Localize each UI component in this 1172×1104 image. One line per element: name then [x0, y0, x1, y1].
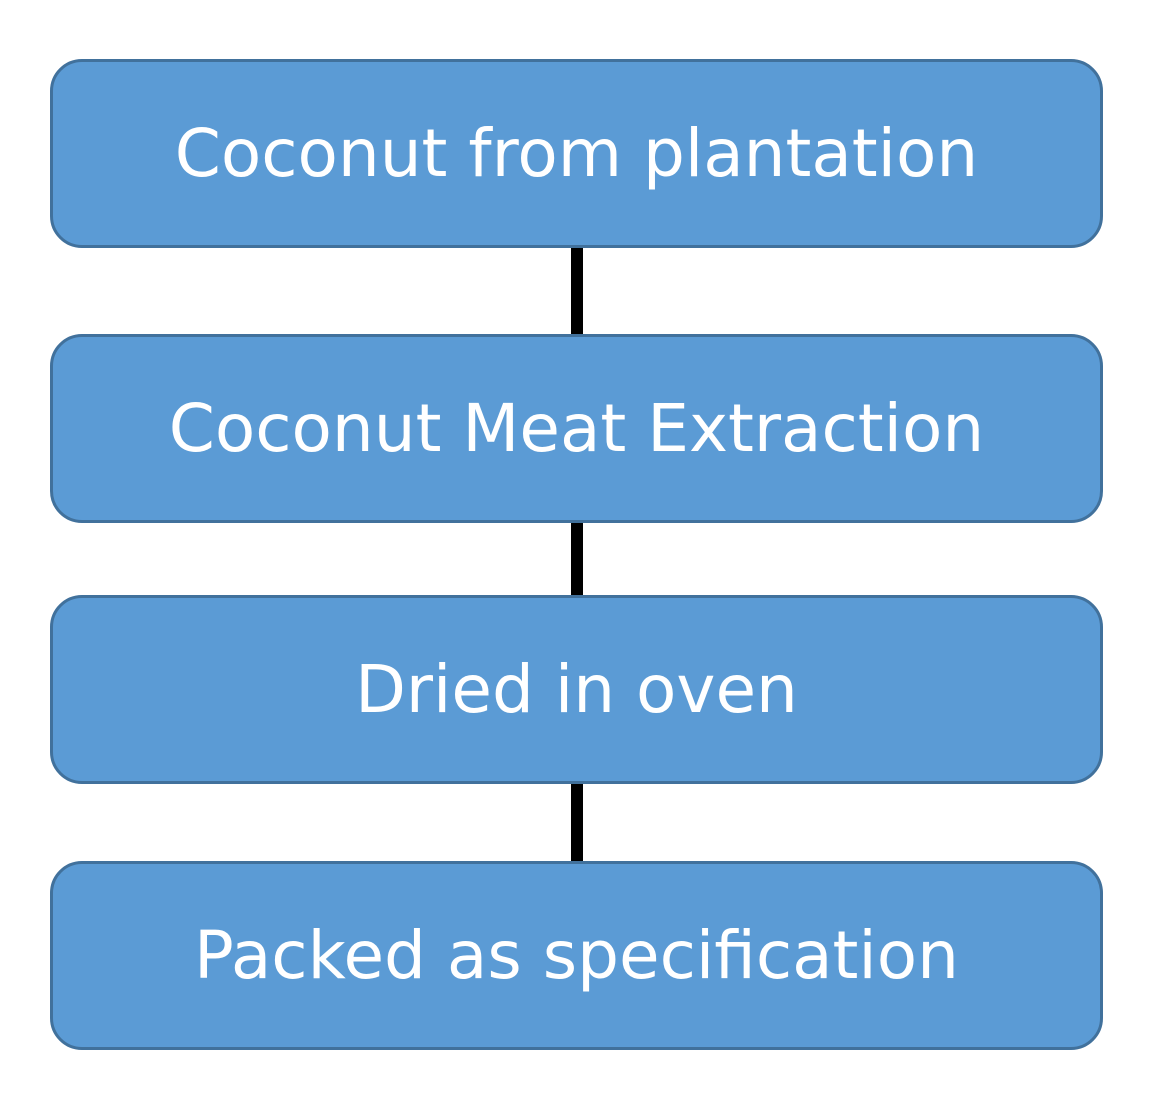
step-box-4: Packed as specification	[50, 861, 1103, 1050]
step-box-1: Coconut from plantation	[50, 59, 1103, 248]
connector-line	[571, 248, 583, 334]
step-label: Coconut from plantation	[174, 115, 979, 192]
step-box-2: Coconut Meat Extraction	[50, 334, 1103, 523]
connector-line	[571, 784, 583, 861]
step-box-3: Dried in oven	[50, 595, 1103, 784]
step-label: Coconut Meat Extraction	[168, 390, 985, 467]
step-label: Dried in oven	[355, 651, 798, 728]
connector-line	[571, 523, 583, 595]
step-label: Packed as specification	[194, 917, 959, 994]
